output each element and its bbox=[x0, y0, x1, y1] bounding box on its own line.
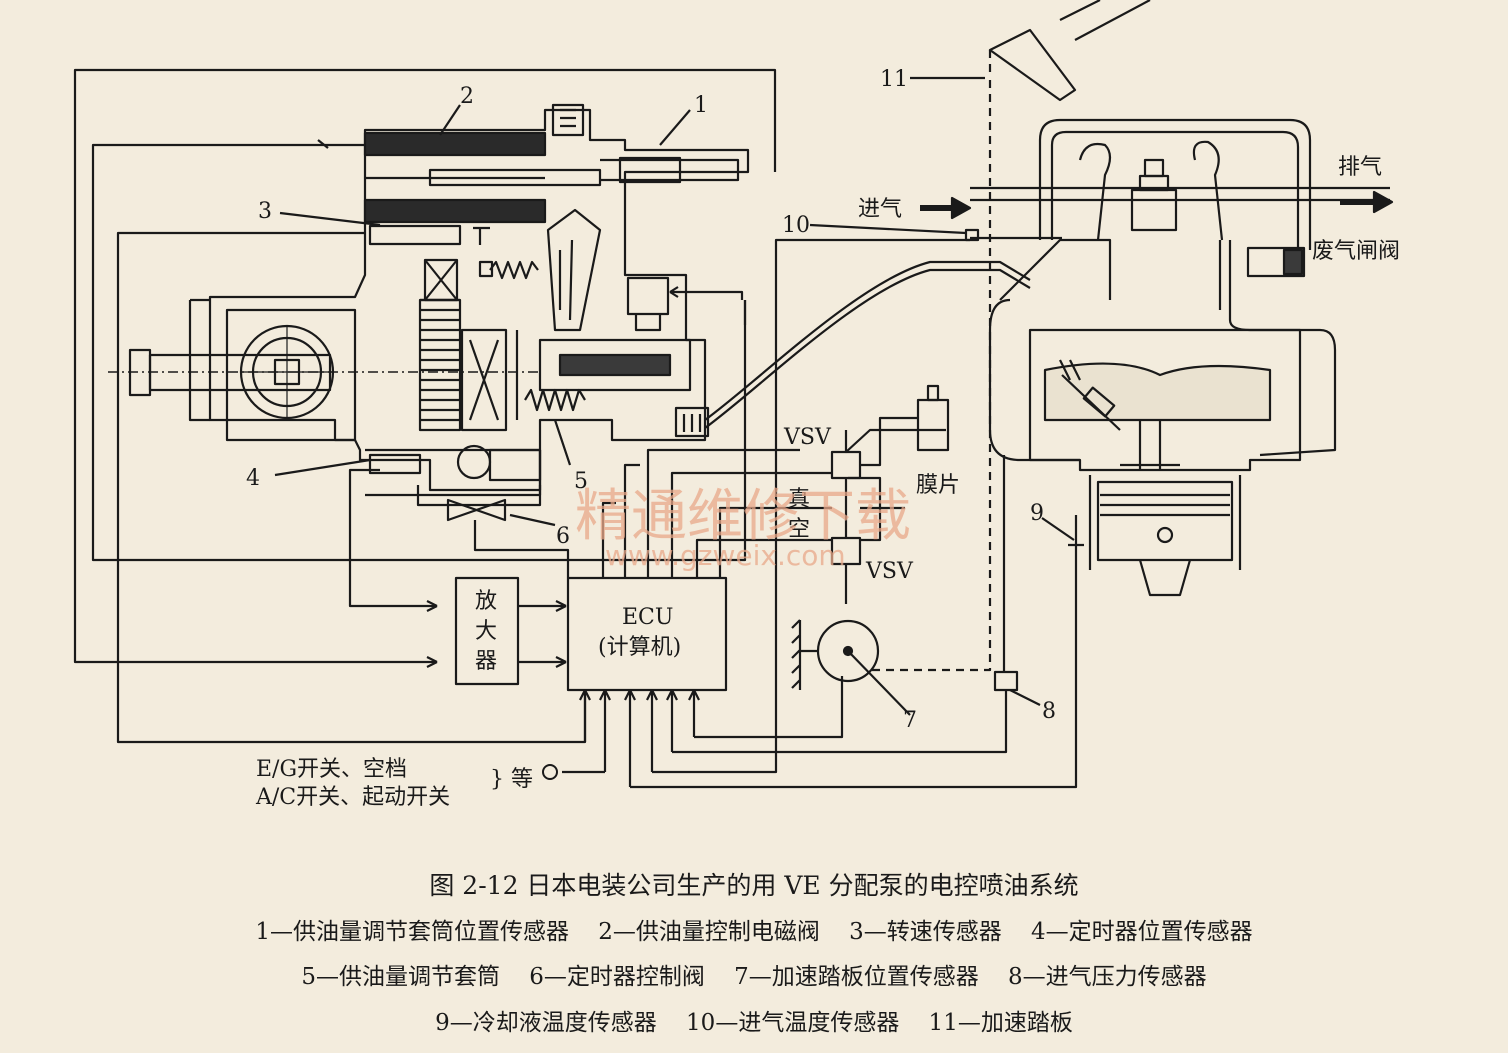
amplifier-label-1: 放 bbox=[475, 589, 497, 614]
switch-label-2: A/C开关、起动开关 bbox=[255, 785, 450, 810]
legend-line-1: 1—供油量调节套筒位置传感器 2—供油量控制电磁阀 3—转速传感器 4—定时器位… bbox=[255, 919, 1253, 945]
label-1: 1 bbox=[694, 93, 708, 118]
label-vacuum-1: 真 bbox=[788, 487, 810, 512]
label-3: 3 bbox=[258, 199, 272, 224]
label-6: 6 bbox=[556, 524, 570, 549]
label-diaphragm: 膜片 bbox=[916, 473, 960, 498]
amplifier-box bbox=[454, 576, 520, 686]
label-7: 7 bbox=[903, 708, 917, 733]
watermark-url: www.gzweix.com bbox=[605, 539, 846, 572]
legend-line-2: 5—供油量调节套筒 6—定时器控制阀 7—加速踏板位置传感器 8—进气压力传感器 bbox=[301, 964, 1207, 990]
amplifier-label-3: 器 bbox=[475, 649, 497, 674]
ecu-box bbox=[566, 576, 728, 692]
label-intake: 进气 bbox=[858, 197, 902, 222]
switch-terminal bbox=[542, 764, 558, 780]
label-wastegate: 废气闸阀 bbox=[1312, 239, 1400, 264]
label-4: 4 bbox=[246, 466, 260, 491]
ecu-label: ECU bbox=[622, 605, 673, 630]
label-10: 10 bbox=[782, 213, 810, 238]
label-vsv-top: VSV bbox=[783, 425, 832, 450]
label-9: 9 bbox=[1030, 501, 1044, 526]
label-vsv-bottom: VSV bbox=[865, 559, 914, 584]
label-8: 8 bbox=[1042, 699, 1056, 724]
switch-label-1: E/G开关、空档 bbox=[256, 757, 407, 782]
label-11: 11 bbox=[880, 67, 908, 92]
label-2: 2 bbox=[460, 84, 474, 109]
wiring-harness bbox=[73, 68, 1078, 789]
label-vacuum-2: 空 bbox=[788, 517, 810, 542]
accelerator-pedal bbox=[870, 0, 1151, 672]
ecu-injection-diagram: 1 2 3 4 5 6 7 8 9 10 11 进气 排气 废气闸阀 VSV V… bbox=[73, 0, 1400, 810]
vsv-assembly bbox=[830, 384, 950, 604]
label-exhaust: 排气 bbox=[1338, 155, 1382, 180]
watermark-cn: 精通维修下载 bbox=[575, 484, 911, 549]
injection-pump bbox=[108, 103, 1031, 522]
accelerator-position-sensor bbox=[791, 619, 911, 716]
engine bbox=[920, 118, 1394, 692]
label-5: 5 bbox=[574, 469, 588, 494]
ecu-sublabel: (计算机) bbox=[598, 635, 681, 660]
switch-etc: } 等 bbox=[490, 767, 533, 792]
amplifier-label-2: 大 bbox=[475, 619, 497, 644]
figure-title: 图 2-12 日本电装公司生产的用 VE 分配泵的电控喷油系统 bbox=[429, 871, 1079, 900]
legend-line-3: 9—冷却液温度传感器 10—进气温度传感器 11—加速踏板 bbox=[435, 1010, 1073, 1036]
